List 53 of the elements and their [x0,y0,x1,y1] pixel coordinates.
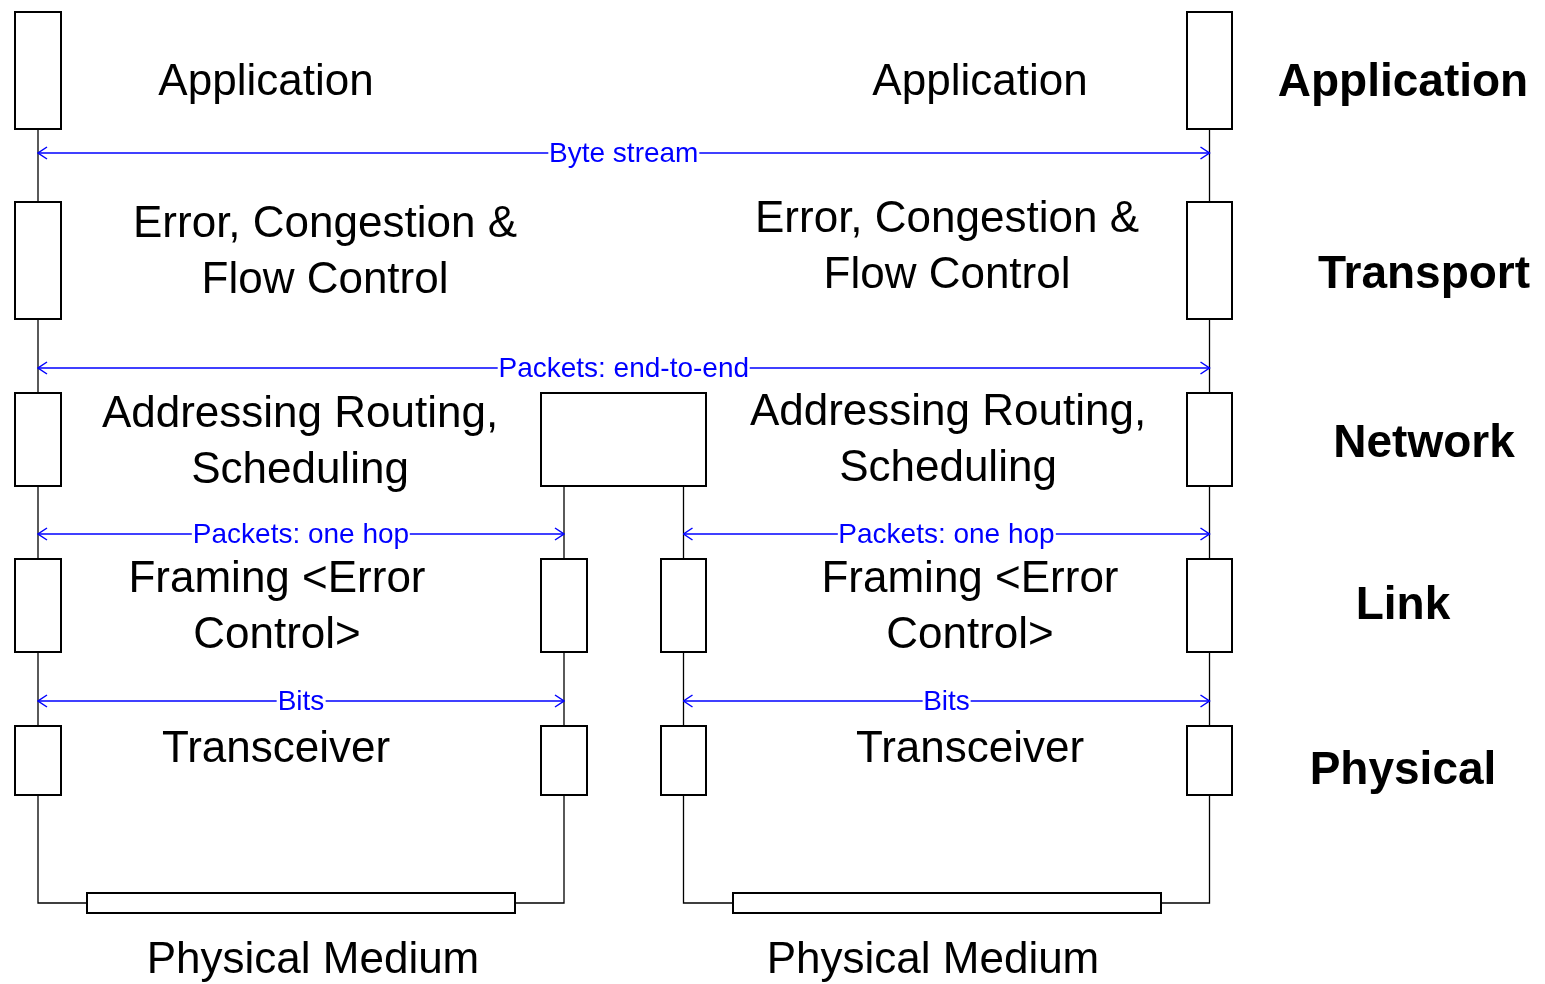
router-box [540,392,707,487]
layer-box [660,725,707,796]
double-arrow [682,694,1211,708]
layer-box [14,392,62,487]
connector-line [563,652,565,726]
layer-box [540,558,588,653]
layer-box [660,558,707,653]
layer-function-text: Framing <Error Control> [820,551,1120,659]
connector-line [682,795,733,904]
connector-line [1161,795,1211,904]
connector-line [682,486,685,559]
layer-name: Network [1333,414,1515,469]
layer-function-text: Transceiver [160,721,392,773]
layer-box [1186,725,1233,796]
connector-line [515,795,565,904]
connector-line [682,652,685,726]
double-arrow [37,146,1211,160]
medium-label: Physical Medium [765,932,1101,984]
layer-box [14,11,62,130]
layer-name: Link [1355,576,1451,631]
layer-box [1186,558,1233,653]
layer-function-text: Error, Congestion & Flow Control [754,191,1140,299]
layer-box [14,558,62,653]
layer-function-text: Application [871,54,1089,106]
connector-line [1208,652,1211,726]
connector-line [37,486,39,559]
layer-box [1186,201,1233,320]
layer-name: Physical [1309,741,1497,796]
connector-line [1208,486,1211,559]
layer-box [1186,392,1233,487]
layer-box [1186,11,1233,130]
connector-line [37,795,87,904]
connector-line [563,486,565,559]
connector-line [37,652,39,726]
connector-line [37,129,39,202]
layer-name: Transport [1317,245,1531,300]
medium-bar [732,892,1162,914]
connector-line [1208,129,1211,202]
medium-bar [86,892,516,914]
layer-function-text: Framing <Error Control> [127,551,427,659]
layer-name: Application [1277,53,1529,108]
layer-function-text: Error, Congestion & Flow Control [132,196,518,304]
layer-function-text: Addressing Routing, Scheduling [748,384,1148,492]
double-arrow [37,694,565,708]
connector-line [37,319,39,393]
connector-line [1208,319,1211,393]
layer-function-text: Transceiver [854,721,1086,773]
layer-box [540,725,588,796]
layer-function-text: Addressing Routing, Scheduling [100,386,500,494]
medium-label: Physical Medium [145,932,481,984]
layer-function-text: Application [157,54,375,106]
layer-box [14,725,62,796]
layer-box [14,201,62,320]
